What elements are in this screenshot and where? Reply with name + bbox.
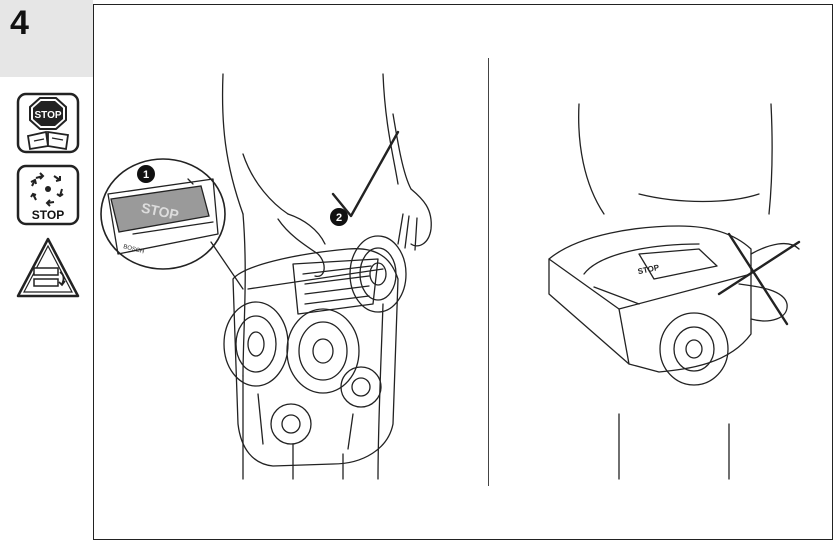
right-illustration: STOP xyxy=(489,4,833,540)
stop-rotate-icon: STOP xyxy=(16,164,80,226)
left-illustration: STOP BOSCH 1 2 xyxy=(93,4,488,540)
step-tab: 4 xyxy=(0,0,93,77)
step-number: 4 xyxy=(10,4,29,43)
stop-sign-label: STOP xyxy=(34,110,61,121)
lid-label: STOP xyxy=(637,263,661,276)
svg-text:1: 1 xyxy=(143,169,149,181)
warning-slope-icon xyxy=(16,236,80,298)
brand-label: BOSCH xyxy=(122,244,144,255)
stop-text: STOP xyxy=(32,208,64,222)
stop-manual-icon: STOP xyxy=(16,92,80,154)
svg-text:2: 2 xyxy=(336,212,342,224)
